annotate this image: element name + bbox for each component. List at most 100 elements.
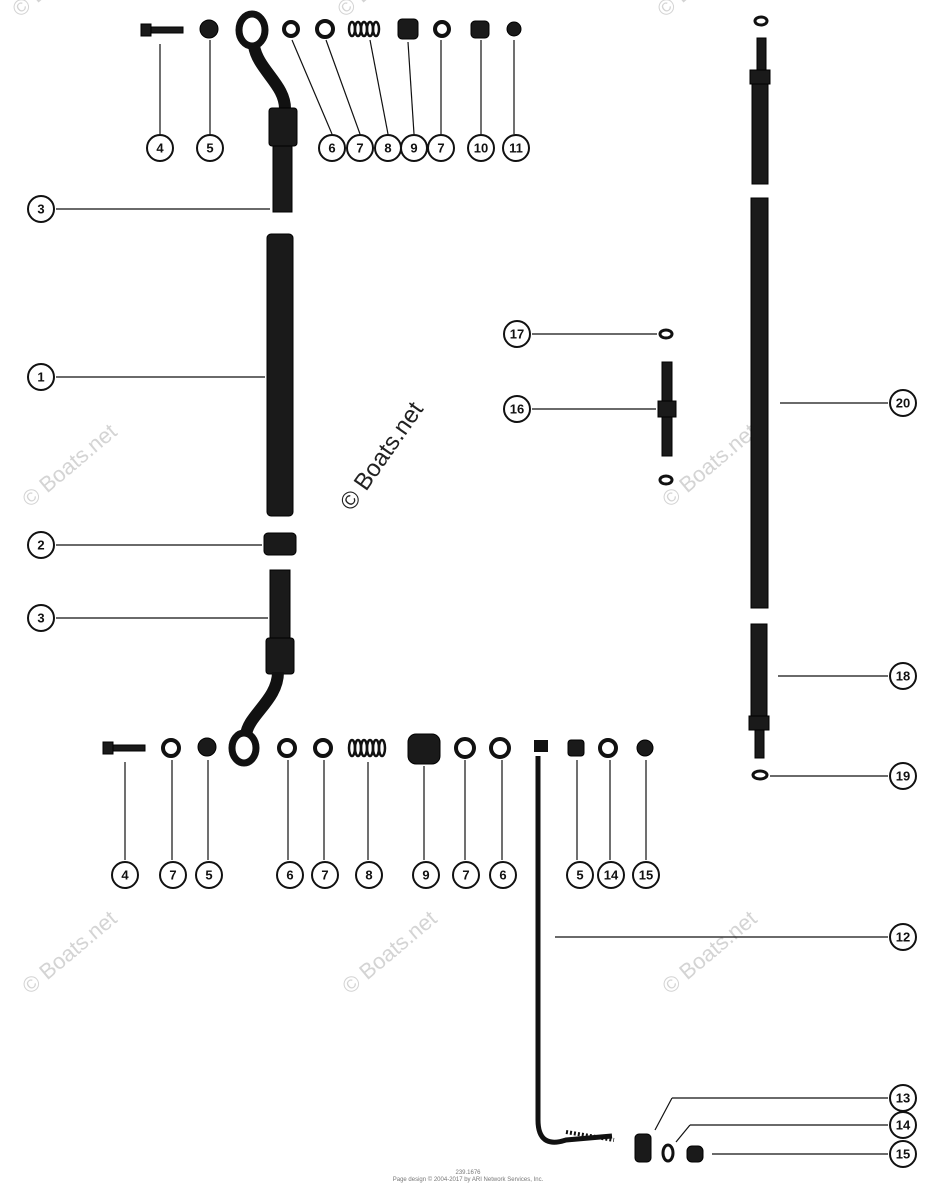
watermark: © Boats.net <box>332 0 436 22</box>
part-nut-top-11 <box>506 21 522 37</box>
callout-9: 9 <box>400 134 428 162</box>
callout-circle <box>889 389 917 417</box>
left-assembly <box>228 233 297 767</box>
part-rod-end-right-top <box>751 83 769 185</box>
callout-3: 3 <box>27 604 55 632</box>
watermark: © Boats.net <box>657 419 761 512</box>
callout-circle <box>355 861 383 889</box>
callout-number: 7 <box>462 868 469 883</box>
callout-6: 6 <box>276 861 304 889</box>
callout-number: 6 <box>286 868 293 883</box>
callout-15: 15 <box>632 861 660 889</box>
callout-circle <box>452 861 480 889</box>
callout-14: 14 <box>597 861 625 889</box>
callout-number: 11 <box>509 141 523 156</box>
callout-13: 13 <box>889 1084 917 1112</box>
callout-3: 3 <box>27 195 55 223</box>
callout-8: 8 <box>374 134 402 162</box>
callout-circle <box>27 195 55 223</box>
watermark: © Boats.net <box>17 419 121 512</box>
callout-number: 15 <box>896 1147 910 1162</box>
watermark-center: © Boats.net <box>335 397 429 516</box>
callout-number: 9 <box>410 141 417 156</box>
callout-20: 20 <box>889 389 917 417</box>
top-row-parts <box>140 10 522 213</box>
callout-number: 3 <box>37 611 44 626</box>
callout-number: 13 <box>896 1091 910 1106</box>
callout-number: 14 <box>896 1118 911 1133</box>
stud-assembly <box>657 328 677 486</box>
watermark: © Boats.net <box>337 906 441 999</box>
callout-circle <box>632 861 660 889</box>
part-nut-top-10 <box>470 20 490 39</box>
part-washer-bottom-14 <box>598 738 618 758</box>
part-screw-bottom <box>102 741 146 755</box>
callout-number: 20 <box>896 396 910 411</box>
callout-number: 6 <box>499 868 506 883</box>
callout-17: 17 <box>503 320 531 348</box>
callout-2: 2 <box>27 531 55 559</box>
callout-number: 7 <box>437 141 444 156</box>
part-ring-top-right <box>753 15 769 27</box>
callout-7: 7 <box>452 861 480 889</box>
callout-10: 10 <box>467 134 495 162</box>
callout-circle <box>159 861 187 889</box>
callout-7: 7 <box>159 861 187 889</box>
watermark: © Boats.net <box>657 906 761 999</box>
callout-5: 5 <box>196 134 224 162</box>
callout-8: 8 <box>355 861 383 889</box>
callout-number: 5 <box>206 141 213 156</box>
callout-circle <box>311 861 339 889</box>
callout-number: 17 <box>510 327 524 342</box>
callout-circle <box>27 604 55 632</box>
callout-circle <box>889 923 917 951</box>
part-tube-1 <box>266 233 294 517</box>
part-bushing-bottom-5a <box>197 737 217 757</box>
callout-circle <box>27 531 55 559</box>
part-washer-bottom-6a <box>277 738 297 758</box>
callout-number: 16 <box>510 402 524 417</box>
part-nut-bottom-15 <box>636 739 654 757</box>
callout-circle <box>146 134 174 162</box>
callout-9: 9 <box>412 861 440 889</box>
callout-number: 12 <box>896 930 910 945</box>
callout-circle <box>597 861 625 889</box>
part-rod-end-18 <box>750 623 768 721</box>
bottom-row-parts <box>102 733 704 1163</box>
callout-number: 4 <box>156 141 164 156</box>
part-washer-top-7b <box>433 20 451 38</box>
callout-15: 15 <box>889 1140 917 1168</box>
callout-7: 7 <box>311 861 339 889</box>
callout-1: 1 <box>27 363 55 391</box>
callout-4: 4 <box>146 134 174 162</box>
callout-number: 7 <box>169 868 176 883</box>
part-bushing-bottom-5b <box>567 739 585 757</box>
callout-number: 3 <box>37 202 44 217</box>
part-bushing-top <box>199 19 219 39</box>
callout-12: 12 <box>889 923 917 951</box>
leader-lines <box>56 39 888 1155</box>
callout-5: 5 <box>566 861 594 889</box>
callout-18: 18 <box>889 662 917 690</box>
callout-4: 4 <box>111 861 139 889</box>
callout-number: 2 <box>37 538 44 553</box>
callout-7: 7 <box>427 134 455 162</box>
callout-circle <box>889 1111 917 1139</box>
callout-number: 5 <box>205 868 212 883</box>
callout-number: 8 <box>365 868 372 883</box>
callout-7: 7 <box>346 134 374 162</box>
callout-circle <box>196 134 224 162</box>
callout-number: 19 <box>896 769 910 784</box>
callout-number: 15 <box>639 868 653 883</box>
callout-number: 9 <box>422 868 429 883</box>
callout-circle <box>889 1140 917 1168</box>
callout-circle <box>503 320 531 348</box>
callout-number: 1 <box>37 370 44 385</box>
callout-14: 14 <box>889 1111 917 1139</box>
part-washer-top-7 <box>315 19 335 39</box>
callout-circle <box>566 861 594 889</box>
right-assembly <box>748 15 771 781</box>
part-block-bottom-9 <box>407 733 441 765</box>
callout-5: 5 <box>195 861 223 889</box>
